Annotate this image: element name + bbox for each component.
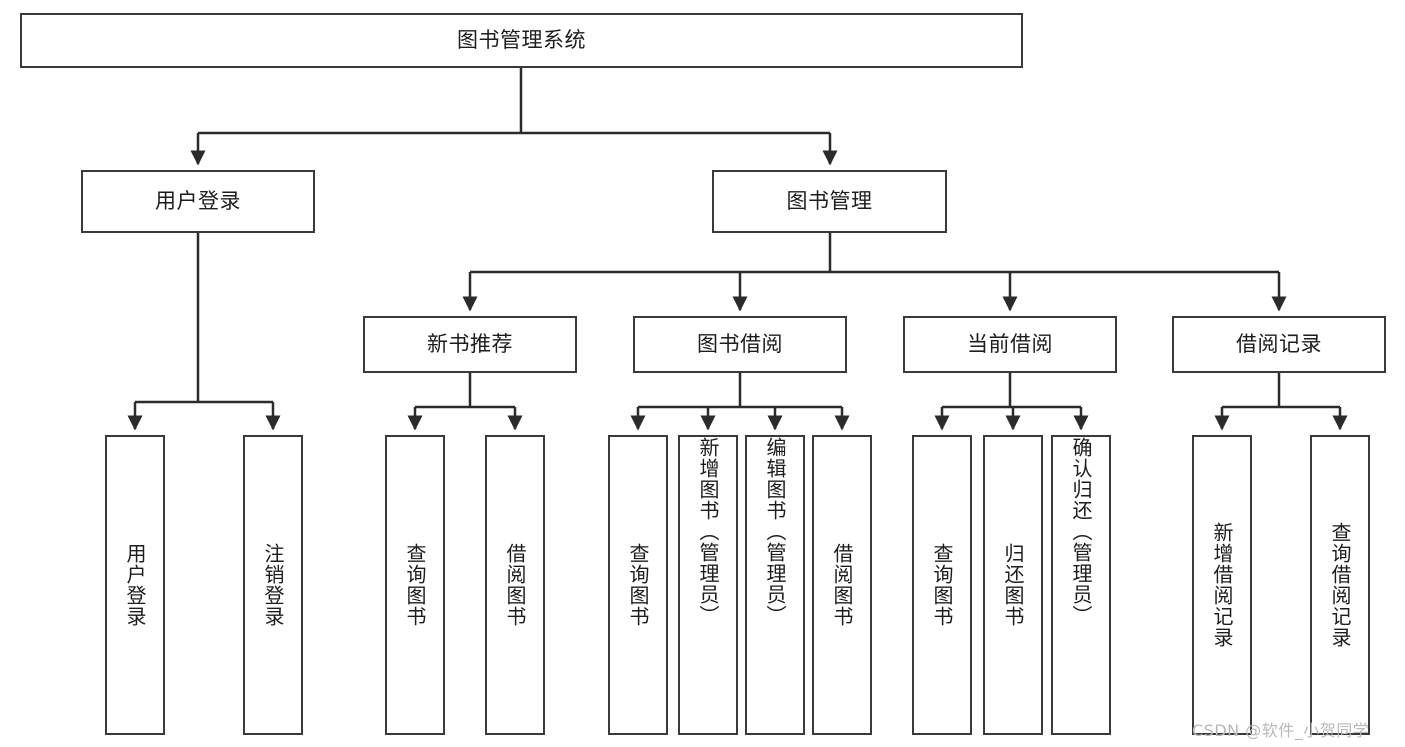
node-new-book-recommend-label: 新书推荐 — [427, 331, 513, 356]
node-borrow-record[interactable]: 借阅记录 — [1172, 316, 1386, 373]
node-leaf-query-book-1-label: 查询图书 — [403, 543, 427, 627]
node-user-login[interactable]: 用户登录 — [81, 170, 315, 233]
node-leaf-user-login[interactable]: 用户登录 — [105, 435, 165, 735]
node-leaf-return-book[interactable]: 归还图书 — [983, 435, 1043, 735]
node-book-management[interactable]: 图书管理 — [712, 170, 947, 233]
node-leaf-query-borrow-record-label: 查询借阅记录 — [1328, 522, 1352, 648]
node-leaf-user-login-label: 用户登录 — [123, 543, 147, 627]
node-borrow-record-label: 借阅记录 — [1236, 331, 1322, 356]
node-leaf-borrow-book-2[interactable]: 借阅图书 — [812, 435, 872, 735]
node-user-login-label: 用户登录 — [155, 188, 241, 213]
node-leaf-borrow-book-1[interactable]: 借阅图书 — [485, 435, 545, 735]
node-leaf-user-logout[interactable]: 注销登录 — [243, 435, 303, 735]
node-current-borrow[interactable]: 当前借阅 — [903, 316, 1117, 373]
node-leaf-query-book-3-label: 查询图书 — [930, 543, 954, 627]
node-leaf-edit-book-label: 编辑图书（管理员） — [763, 437, 787, 626]
node-book-management-label: 图书管理 — [786, 188, 873, 213]
node-book-borrow[interactable]: 图书借阅 — [633, 316, 847, 373]
node-leaf-add-book[interactable]: 新增图书（管理员） — [678, 435, 738, 735]
node-leaf-add-borrow-record[interactable]: 新增借阅记录 — [1192, 435, 1252, 735]
node-leaf-query-book-2[interactable]: 查询图书 — [608, 435, 668, 735]
node-leaf-query-borrow-record[interactable]: 查询借阅记录 — [1310, 435, 1370, 735]
node-leaf-query-book-3[interactable]: 查询图书 — [912, 435, 972, 735]
node-leaf-add-book-label: 新增图书（管理员） — [696, 437, 720, 626]
node-leaf-confirm-return-label: 确认归还（管理员） — [1069, 437, 1093, 626]
node-current-borrow-label: 当前借阅 — [967, 331, 1053, 356]
csdn-watermark: CSDN @软件_小贺同学 — [1192, 721, 1370, 740]
node-leaf-user-logout-label: 注销登录 — [261, 543, 285, 627]
node-leaf-edit-book[interactable]: 编辑图书（管理员） — [745, 435, 805, 735]
node-root-label: 图书管理系统 — [457, 27, 586, 52]
node-leaf-query-book-2-label: 查询图书 — [626, 543, 650, 627]
node-root[interactable]: 图书管理系统 — [20, 13, 1023, 68]
node-leaf-query-book-1[interactable]: 查询图书 — [385, 435, 445, 735]
node-leaf-return-book-label: 归还图书 — [1001, 543, 1025, 627]
node-book-borrow-label: 图书借阅 — [697, 331, 783, 356]
node-leaf-borrow-book-2-label: 借阅图书 — [830, 543, 854, 627]
node-leaf-add-borrow-record-label: 新增借阅记录 — [1210, 522, 1234, 648]
node-leaf-borrow-book-1-label: 借阅图书 — [503, 543, 527, 627]
node-leaf-confirm-return[interactable]: 确认归还（管理员） — [1051, 435, 1111, 735]
node-new-book-recommend[interactable]: 新书推荐 — [363, 316, 577, 373]
